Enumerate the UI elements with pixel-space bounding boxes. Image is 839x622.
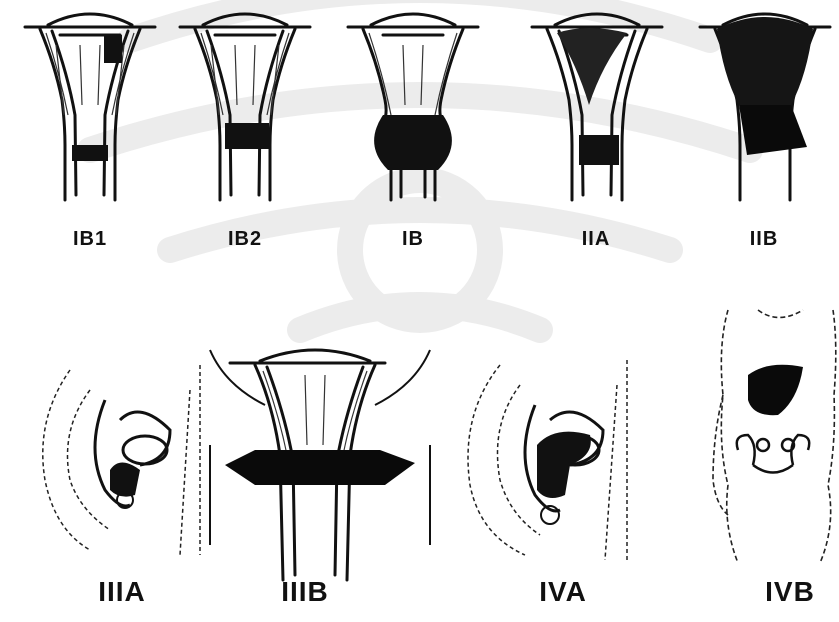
stage-label-ib: IB bbox=[373, 228, 453, 251]
stage-label-iia: IIA bbox=[556, 228, 636, 251]
pelvis-illustration-iva bbox=[455, 355, 635, 565]
stage-label-iiia: IIIA bbox=[72, 576, 172, 608]
uterus-illustration-iiib bbox=[205, 345, 435, 585]
stage-label-ib2: IB2 bbox=[205, 228, 285, 251]
torso-illustration-ivb bbox=[708, 305, 839, 567]
uterus-drawing bbox=[695, 5, 835, 200]
stage-label-iva: IVA bbox=[513, 576, 613, 608]
uterus-drawing bbox=[343, 5, 483, 200]
uterus-drawing bbox=[20, 5, 160, 200]
uterus-illustration-iib bbox=[695, 5, 835, 200]
torso-drawing bbox=[708, 305, 839, 567]
pelvis-sagittal-drawing bbox=[455, 355, 635, 565]
liver-metastasis bbox=[748, 365, 803, 415]
stage-label-ivb: IVB bbox=[740, 576, 839, 608]
pelvis-illustration-iiia bbox=[30, 360, 210, 560]
uterus-drawing bbox=[527, 5, 667, 200]
uterus-drawing bbox=[175, 5, 315, 200]
tumor-lesion bbox=[104, 35, 122, 63]
tumor-lesion bbox=[225, 123, 269, 149]
tumor-lesion bbox=[739, 105, 807, 155]
stage-label-ib1: IB1 bbox=[50, 228, 130, 251]
tumor-lesion bbox=[374, 115, 452, 170]
stage-label-iiib: IIIB bbox=[255, 576, 355, 608]
uterus-illustration-ib2 bbox=[175, 5, 315, 200]
tumor-lesion bbox=[579, 135, 619, 165]
uterus-drawing bbox=[205, 345, 435, 585]
uterus-illustration-ib1 bbox=[20, 5, 160, 200]
tumor-lesion bbox=[225, 450, 415, 485]
stage-label-iib: IIB bbox=[724, 228, 804, 251]
uterus-illustration-ib bbox=[343, 5, 483, 200]
pelvis-sagittal-drawing bbox=[30, 360, 210, 560]
uterus-illustration-iia bbox=[527, 5, 667, 200]
